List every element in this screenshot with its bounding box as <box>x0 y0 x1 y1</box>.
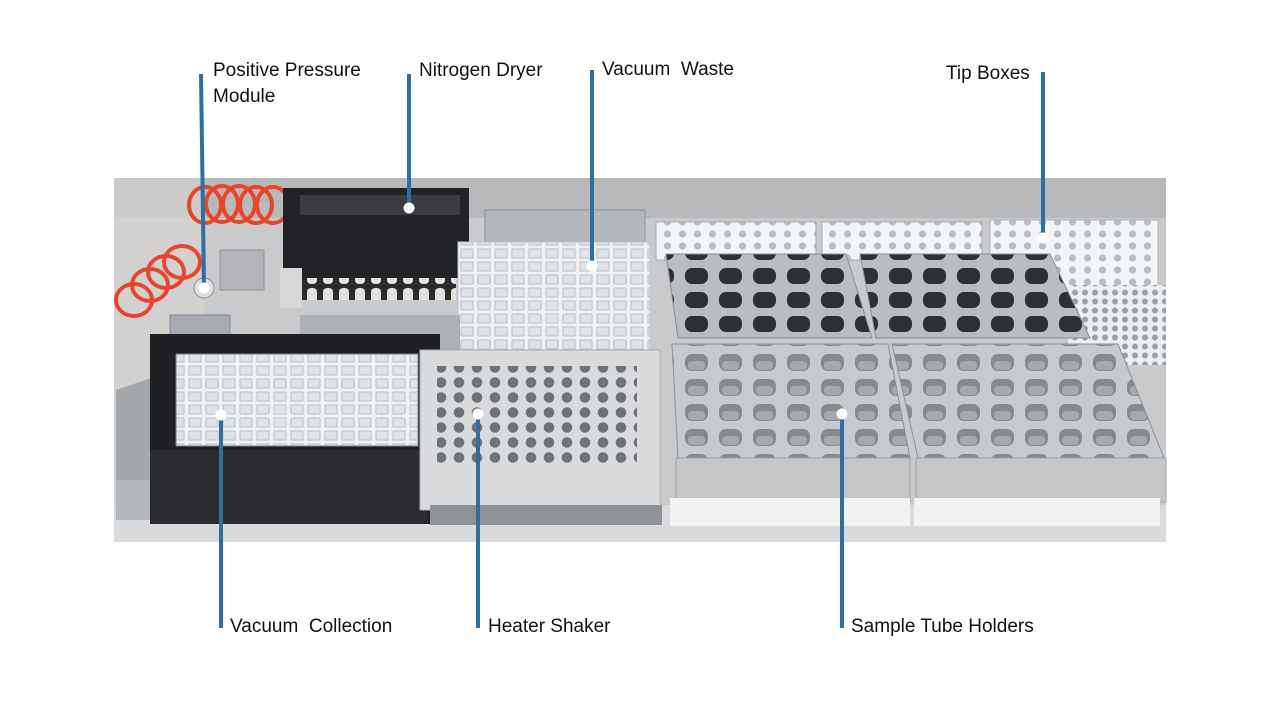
dot-vacuum-waste <box>586 260 598 272</box>
label-vacuum-waste: Vacuum Waste <box>602 59 734 80</box>
dot-tip-boxes <box>1037 232 1049 244</box>
leader-positive-pressure <box>199 73 206 289</box>
label-vacuum-collection: Vacuum Collection <box>230 616 393 637</box>
dot-heater-shaker <box>472 408 484 420</box>
label-positive-pressure-module: Positive Pressure Module <box>213 60 361 107</box>
label-tip-boxes: Tip Boxes <box>946 63 1030 84</box>
dot-positive-pressure <box>198 282 210 294</box>
dot-sample-tube-holders <box>836 408 848 420</box>
label-heater-shaker: Heater Shaker <box>488 616 611 637</box>
label-sample-tube-holders: Sample Tube Holders <box>851 616 1034 637</box>
dot-nitrogen-dryer <box>403 202 415 214</box>
dot-vacuum-collection <box>215 409 227 421</box>
label-nitrogen-dryer: Nitrogen Dryer <box>419 60 543 81</box>
